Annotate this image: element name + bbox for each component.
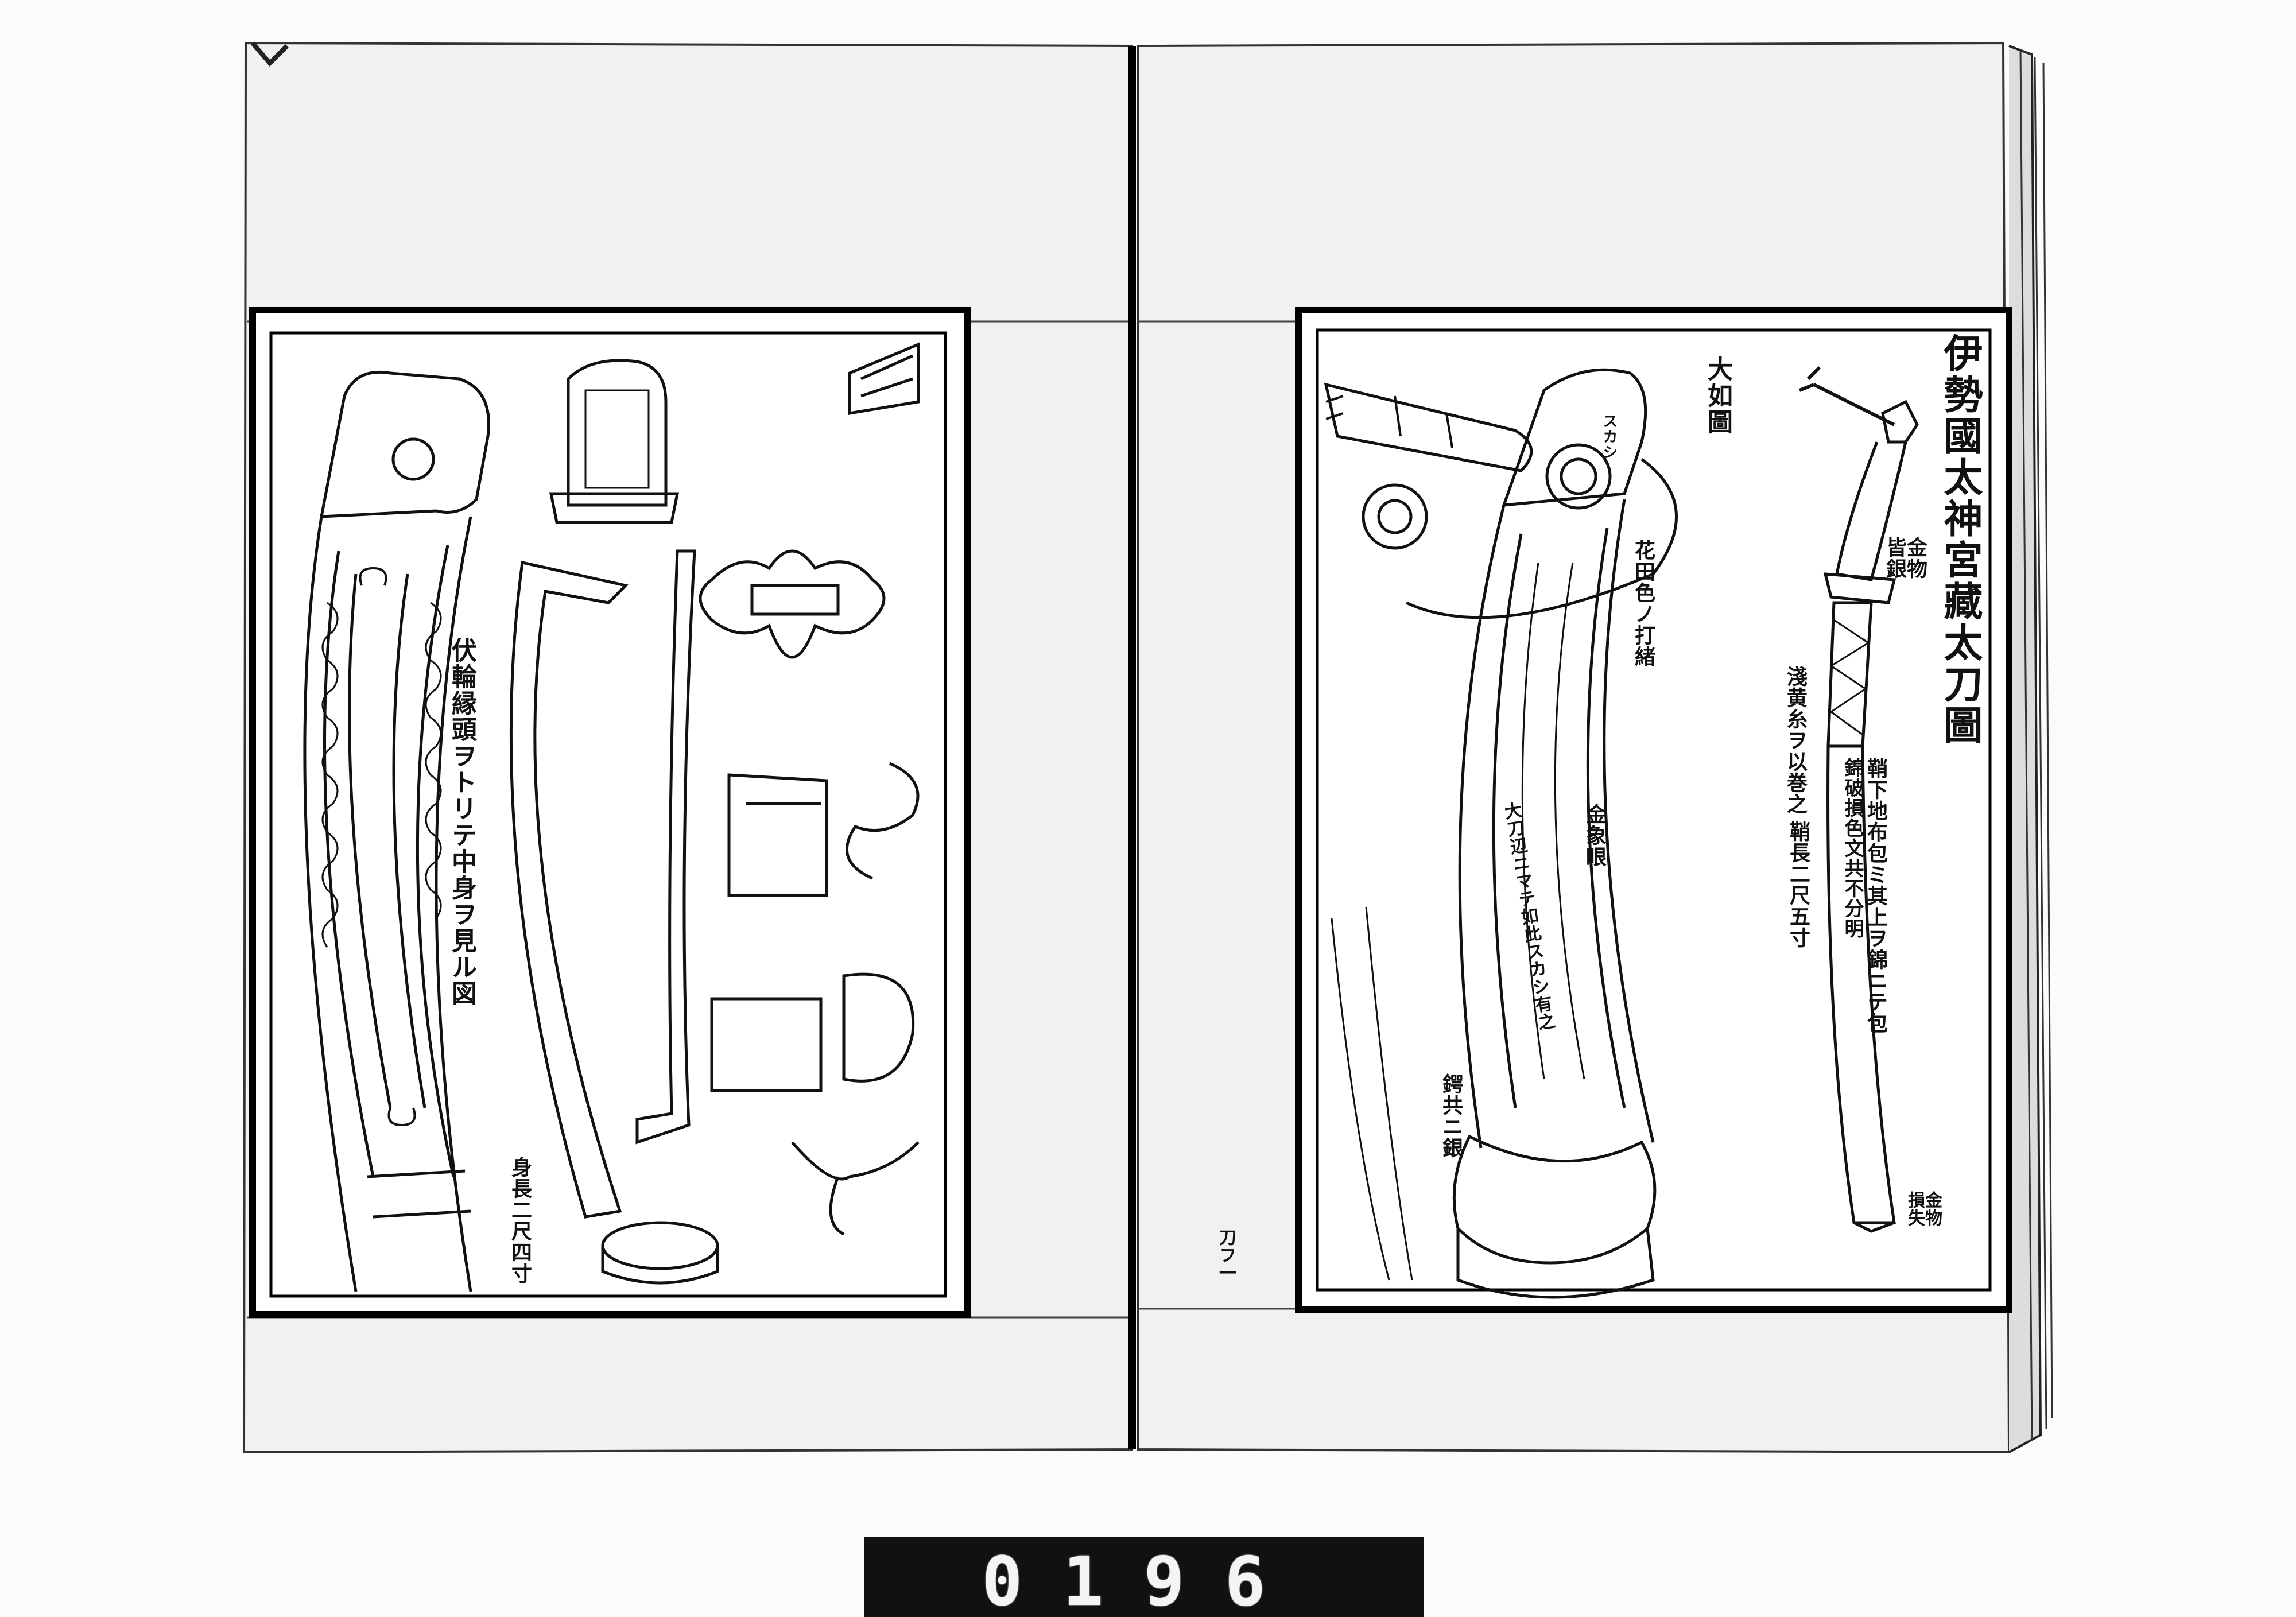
blade-length-label: 身長二尺四寸 [508,1157,532,1284]
guard-label: 鍔共ニ銀 [1439,1073,1463,1158]
metal-silver-label: 金物皆銀 [1883,537,1927,579]
openwork-label: スカシ [1600,413,1618,460]
hilt-wrap-label: 淺黄糸ヲ以巻之 [1783,666,1808,815]
page-title: 伊勢國太神宮藏太刀圖 [1937,333,1983,746]
catalog-number: 0196 [982,1542,1306,1617]
left-frame [249,307,971,1318]
page-mark: 刀フ一 [1216,1228,1236,1282]
scabbard-note-2: 錦破損色文共不分明 [1841,758,1864,939]
fullsize-label: 大如圖 [1703,356,1732,435]
caption-main: 伏輪縁頭ヲトリテ中身ヲ見ル図 [447,637,476,1007]
fittings-drawings [509,342,920,1285]
inlay-label: 金象眼 [1583,804,1607,867]
right-frame [1295,307,2012,1313]
scabbard-note-1: 鞘下地布包ミ其上ヲ錦ニテ包 [1864,758,1888,1034]
full-tachi-drawing [1798,366,1919,1233]
tachi-closeup-drawing [1324,368,1678,1299]
cord-label: 花田色ノ打緒 [1631,540,1655,667]
scabbard-closeup-drawing [303,370,490,1292]
scabbard-length-label: 鞘長二尺五寸 [1786,821,1810,948]
catalog-number-bar: 0196 [864,1537,1424,1617]
metal-lost-label: 金物損失 [1905,1191,1942,1227]
